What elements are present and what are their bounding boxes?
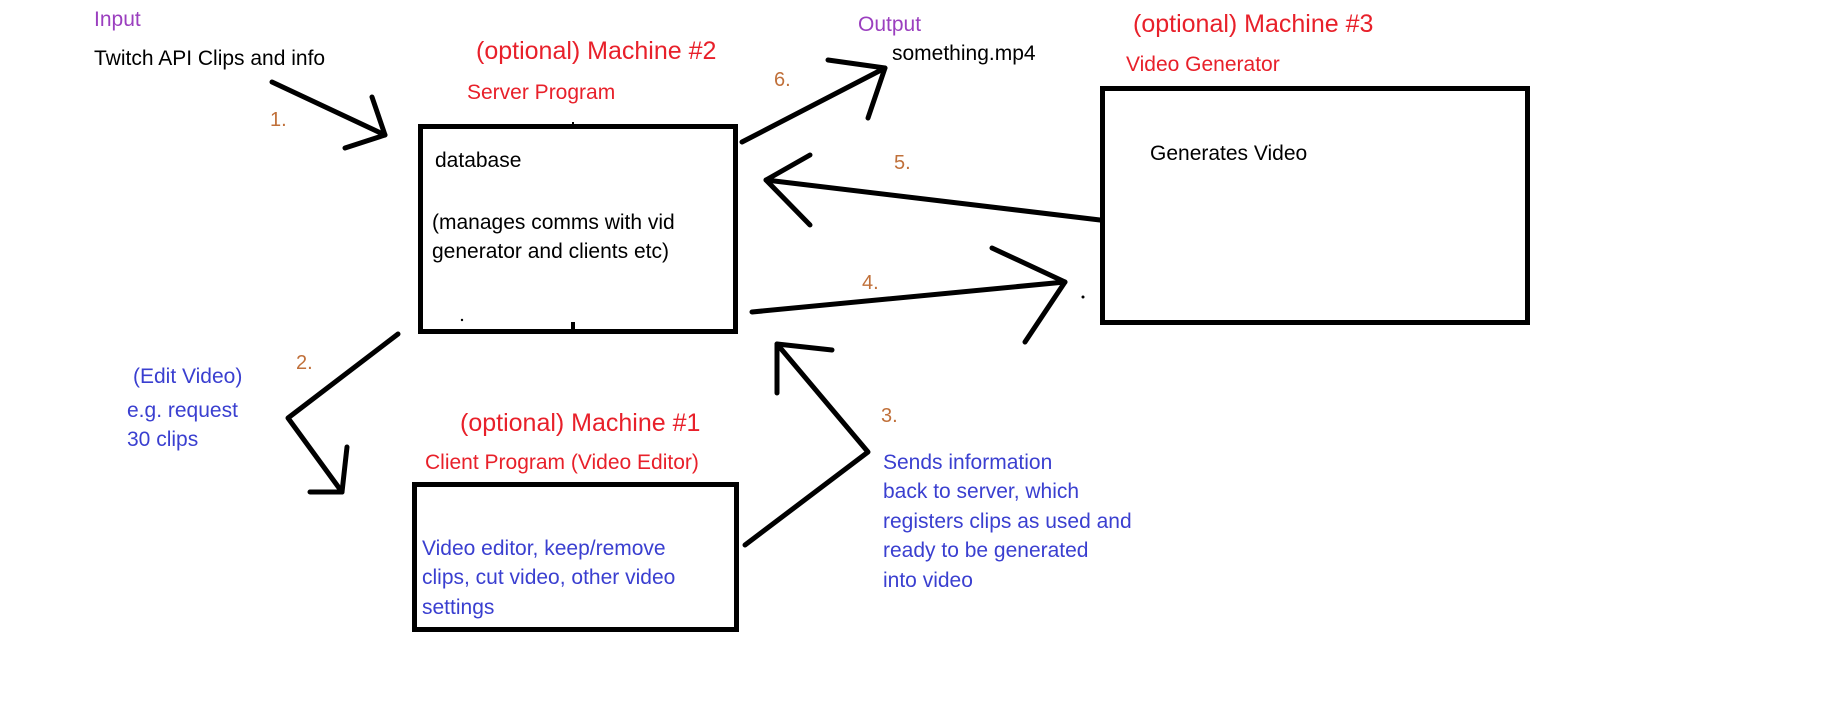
input-text: Twitch API Clips and info [94, 47, 326, 70]
edit-video-line-2: e.g. request [127, 399, 238, 422]
machine-1-title: (optional) Machine #1 [460, 409, 701, 437]
client-program-box [412, 482, 739, 632]
server-program-label: Server Program [467, 81, 616, 104]
server-description-line-2: generator and clients etc) [432, 240, 669, 263]
output-filename: something.mp4 [892, 42, 1036, 65]
video-generator-label: Video Generator [1126, 53, 1280, 76]
input-heading: Input [94, 8, 141, 31]
sends-info-line-5: into video [883, 569, 973, 592]
arrow-step-6 [739, 57, 888, 145]
stray-dot [460, 318, 464, 322]
sends-info-line-2: back to server, which [883, 480, 1080, 503]
arrow-step-3 [742, 341, 871, 548]
sends-info-line-1: Sends information [883, 451, 1053, 474]
database-label: database [435, 149, 522, 172]
step-2-label: 2. [296, 352, 313, 374]
step-6-label: 6. [774, 69, 791, 91]
client-description-line-2: clips, cut video, other video [422, 566, 676, 589]
client-program-label: Client Program (Video Editor) [425, 451, 699, 474]
stray-dot [1081, 295, 1085, 299]
arrow-step-4 [749, 245, 1068, 345]
sends-info-line-4: ready to be generated [883, 539, 1089, 562]
edit-video-line-3: 30 clips [127, 428, 199, 451]
step-5-label: 5. [894, 152, 911, 174]
sends-info-line-3: registers clips as used and [883, 510, 1132, 533]
step-3-label: 3. [881, 405, 898, 427]
step-4-label: 4. [862, 272, 879, 294]
server-program-box [418, 124, 738, 334]
machine-3-title: (optional) Machine #3 [1133, 10, 1374, 38]
generates-video-label: Generates Video [1150, 142, 1308, 165]
client-description-line-3: settings [422, 596, 495, 619]
machine-2-title: (optional) Machine #2 [476, 37, 717, 65]
output-heading: Output [858, 13, 922, 36]
step-1-label: 1. [270, 109, 287, 131]
arrow-step-5 [763, 152, 1103, 228]
arrow-step-2 [285, 331, 401, 495]
edit-video-line-1: (Edit Video) [133, 365, 243, 388]
video-generator-box [1100, 86, 1530, 325]
server-description-line-1: (manages comms with vid [432, 211, 675, 234]
arrow-step-1 [269, 79, 388, 151]
client-description-line-1: Video editor, keep/remove [422, 537, 666, 560]
